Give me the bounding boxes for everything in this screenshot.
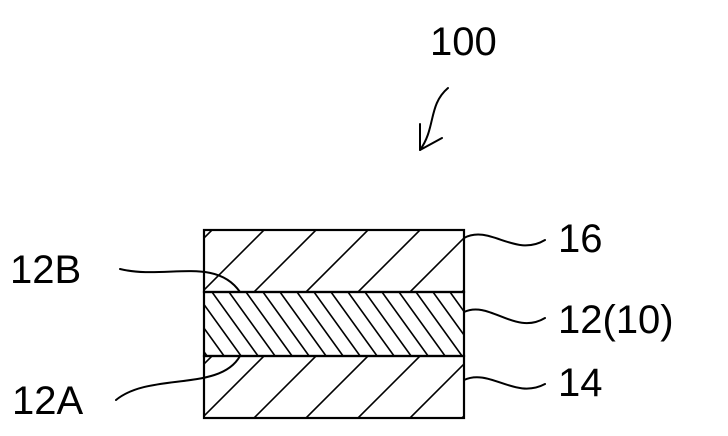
bottom-layer [202, 354, 466, 420]
leader-lower-surface [115, 355, 241, 401]
middle-hatch-thick-line [415, 292, 463, 356]
middle-hatch-line [228, 292, 276, 356]
top-layer-hatching [204, 230, 464, 292]
leader-upper-surface [119, 268, 241, 293]
middle-hatch-line [144, 292, 190, 356]
top-hatch-line [204, 230, 265, 292]
middle-hatch-line [398, 292, 446, 356]
middle-hatch-thick-line [467, 292, 513, 356]
middle-hatch-line [279, 292, 327, 356]
top-hatch-line [204, 230, 213, 240]
upper-surface-label: 12B [10, 248, 81, 292]
top-hatch-line [305, 230, 369, 292]
middle-hatch-thick-line [110, 292, 156, 356]
middle-hatch-thick-line [262, 292, 310, 356]
leader-top-layer [463, 233, 546, 247]
reference-arrow [419, 87, 449, 151]
middle-hatch-thick-line [204, 350, 208, 356]
middle-hatch-line [127, 292, 173, 356]
leader-bottom-layer [463, 376, 546, 390]
bottom-hatch-line [305, 356, 369, 418]
bottom-hatch-line [204, 356, 213, 366]
middle-hatch-line [432, 292, 464, 337]
middle-hatch-line [381, 292, 429, 356]
middle-layer-hatching [110, 292, 530, 356]
top-layer-label: 16 [558, 217, 603, 261]
reference-number-label: 100 [430, 20, 497, 64]
middle-hatch-thick-line [364, 292, 412, 356]
middle-hatch-line [204, 303, 242, 356]
reference-arrow-head [419, 123, 443, 151]
middle-layer [202, 290, 466, 358]
lower-surface-label: 12A [12, 379, 83, 423]
middle-hatch-line [204, 326, 225, 356]
middle-hatch-thick-line [211, 292, 259, 356]
top-hatch-line [357, 230, 421, 292]
middle-hatch-thick-line [313, 292, 361, 356]
top-hatch-line [461, 288, 464, 292]
bottom-hatch-line [253, 356, 317, 418]
bottom-hatch-line [357, 356, 421, 418]
bottom-layer-label: 14 [558, 361, 603, 405]
middle-hatch-line [449, 292, 464, 313]
middle-hatch-line [484, 292, 530, 356]
leader-middle-layer [463, 308, 546, 325]
bottom-hatch-line [409, 362, 464, 418]
bottom-hatch-line [204, 356, 265, 418]
middle-hatch-line [296, 292, 344, 356]
top-hatch-line [253, 230, 317, 292]
middle-hatch-line [245, 292, 293, 356]
top-hatch-line [409, 236, 464, 292]
bottom-layer-hatching [204, 356, 464, 418]
middle-hatch-line [330, 292, 378, 356]
middle-hatch-line [347, 292, 395, 356]
middle-layer-label: 12(10) [558, 298, 674, 342]
top-layer [202, 228, 466, 294]
